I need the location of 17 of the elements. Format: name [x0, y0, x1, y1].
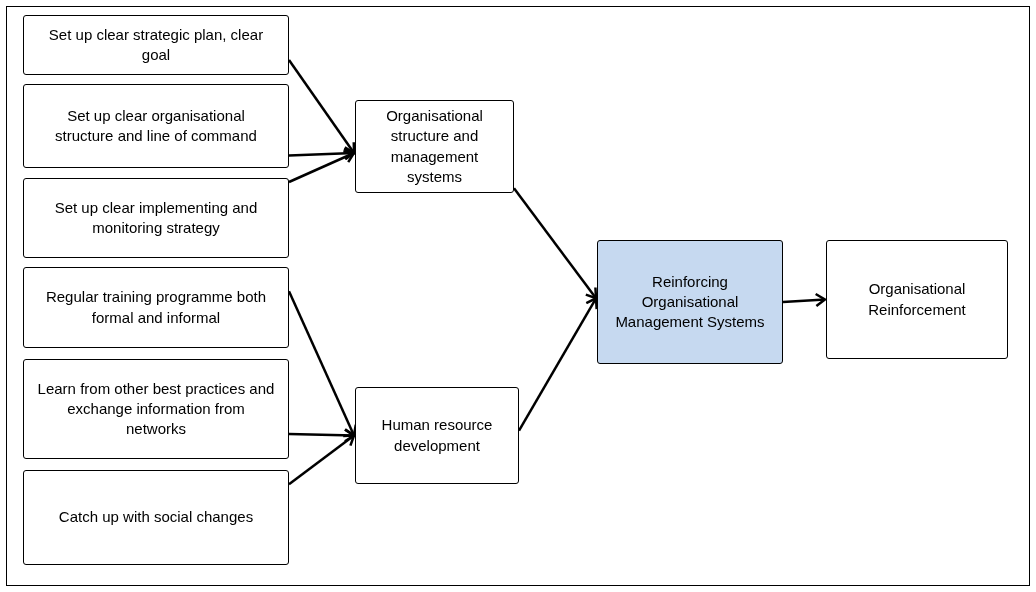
process-box: Set up clear strategic plan, clear goal: [23, 15, 289, 75]
process-box: Organisational Reinforcement: [826, 240, 1008, 359]
process-box: Learn from other best practices and exchange information from networks: [23, 359, 289, 459]
process-box: Organisational structure and management systems: [355, 100, 514, 193]
arrow: [287, 59, 356, 155]
arrow: [513, 187, 598, 300]
process-box: Set up clear implementing and monitoring strategy: [23, 178, 289, 258]
process-box: Human resource development: [355, 387, 519, 484]
process-box: Catch up with social changes: [23, 470, 289, 565]
process-box: Set up clear organisational structure and line of command: [23, 84, 289, 168]
arrow: [517, 297, 598, 432]
arrow: [782, 292, 827, 308]
arrow: [287, 290, 357, 437]
arrow: [288, 149, 356, 184]
process-box: Regular training programme both formal and informal: [23, 267, 289, 348]
highlighted-box: Reinforcing Organisational Management Systems: [597, 240, 783, 364]
arrow: [288, 434, 356, 486]
